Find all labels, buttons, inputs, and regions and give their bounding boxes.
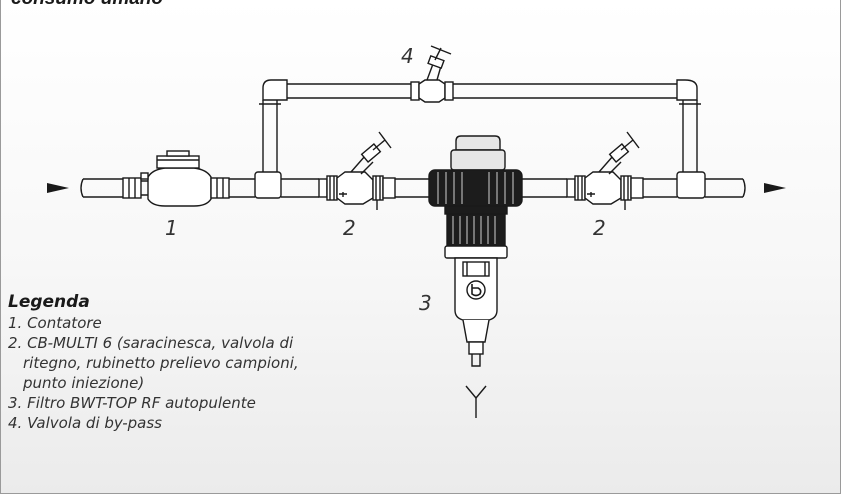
legend-item-text-cont: ritegno, rubinetto prelievo campioni, [23, 354, 299, 372]
bwt-logo-icon [466, 280, 486, 300]
legend-item-text: 4. Valvola di by-pass [8, 414, 162, 432]
legend: Legenda 1. Contatore 2. CB-MULTI 6 (sara… [8, 292, 299, 433]
legend-item-1: 1. Contatore [8, 313, 299, 333]
bypass-pipe [254, 79, 706, 199]
label-meter: 1 [165, 216, 178, 240]
legend-item-text: 2. CB-MULTI 6 (saracinesca, valvola di [8, 334, 294, 352]
bypass-valve [410, 45, 454, 103]
label-valve-right: 2 [593, 216, 606, 240]
flow-out-arrow-icon [764, 183, 786, 193]
label-bypass: 4 [401, 44, 414, 68]
label-filter: 3 [419, 291, 432, 315]
legend-item-text-cont: punto iniezione) [23, 374, 145, 392]
legend-item-2: 2. CB-MULTI 6 (saracinesca, valvola di r… [8, 333, 299, 393]
main-pipe [80, 178, 746, 198]
label-valve-left: 2 [343, 216, 356, 240]
legend-title: Legenda [8, 292, 90, 312]
legend-item-4: 4. Valvola di by-pass [8, 413, 299, 433]
legend-item-text: 3. Filtro BWT-TOP RF autopulente [8, 394, 256, 412]
legend-item-3: 3. Filtro BWT-TOP RF autopulente [8, 393, 299, 413]
legend-item-text: 1. Contatore [8, 314, 102, 332]
cb-multi-valve-right [566, 131, 644, 210]
flow-in-arrow-icon [47, 183, 69, 193]
cb-multi-valve-left [318, 131, 396, 210]
water-meter [122, 150, 230, 207]
drain-icon [465, 385, 487, 418]
filter-unit [428, 135, 523, 367]
diagram-heading: consumo umano [11, 0, 163, 10]
